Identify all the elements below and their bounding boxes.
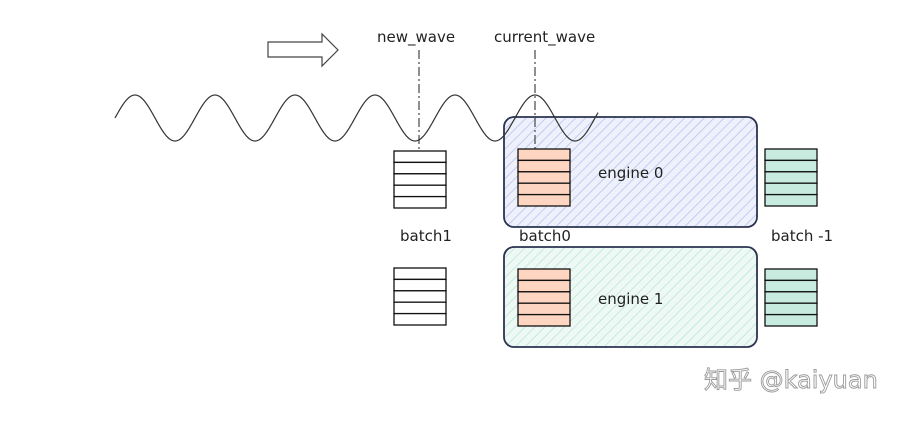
wave-signal [114,94,599,142]
batch-row [393,150,447,164]
batch-row [393,184,447,198]
batch1-label: batch1 [400,227,452,245]
batch-row [764,148,818,162]
batch-row [517,302,571,316]
batch-row [517,268,571,282]
new-wave-label: new_wave [377,28,455,47]
right-arrow-icon [267,32,339,68]
batch-row [393,290,447,303]
batch-row [764,193,818,207]
batch-minus1-stack-engine1 [764,268,818,327]
batch-row [393,278,447,292]
batch-row [764,313,818,327]
batch-row [764,279,818,293]
batch-row [517,148,571,162]
batch-row [517,291,571,304]
batch-row [393,267,447,281]
batch-row [517,171,571,184]
batch-row [517,279,571,293]
batch-row [393,301,447,315]
batch-row [393,173,447,186]
current-wave-label: current_wave [494,28,595,47]
batch-row [764,268,818,282]
batch-row [393,195,447,209]
engine-1-label: engine 1 [598,290,663,308]
batch-row [393,312,447,326]
batch-minus1-stack-engine0 [764,148,818,207]
batch0-label: batch0 [519,227,571,245]
batch-row [517,313,571,327]
batch0-stack-engine0 [517,148,571,207]
watermark: 知乎 @kaiyuan [704,366,878,394]
batch1-stack-engine1 [393,267,447,326]
batch0-stack-engine1 [517,268,571,327]
batch-row [517,159,571,173]
batch-row [393,161,447,175]
batch-row [764,302,818,316]
batch-row [517,193,571,207]
batch-row [764,171,818,184]
batch-row [764,159,818,173]
batch1-stack-engine0 [393,150,447,209]
batch-minus1-label: batch -1 [771,227,833,245]
engine-0-label: engine 0 [598,164,663,182]
batch-row [764,182,818,196]
batch-row [517,182,571,196]
batch-row [764,291,818,304]
